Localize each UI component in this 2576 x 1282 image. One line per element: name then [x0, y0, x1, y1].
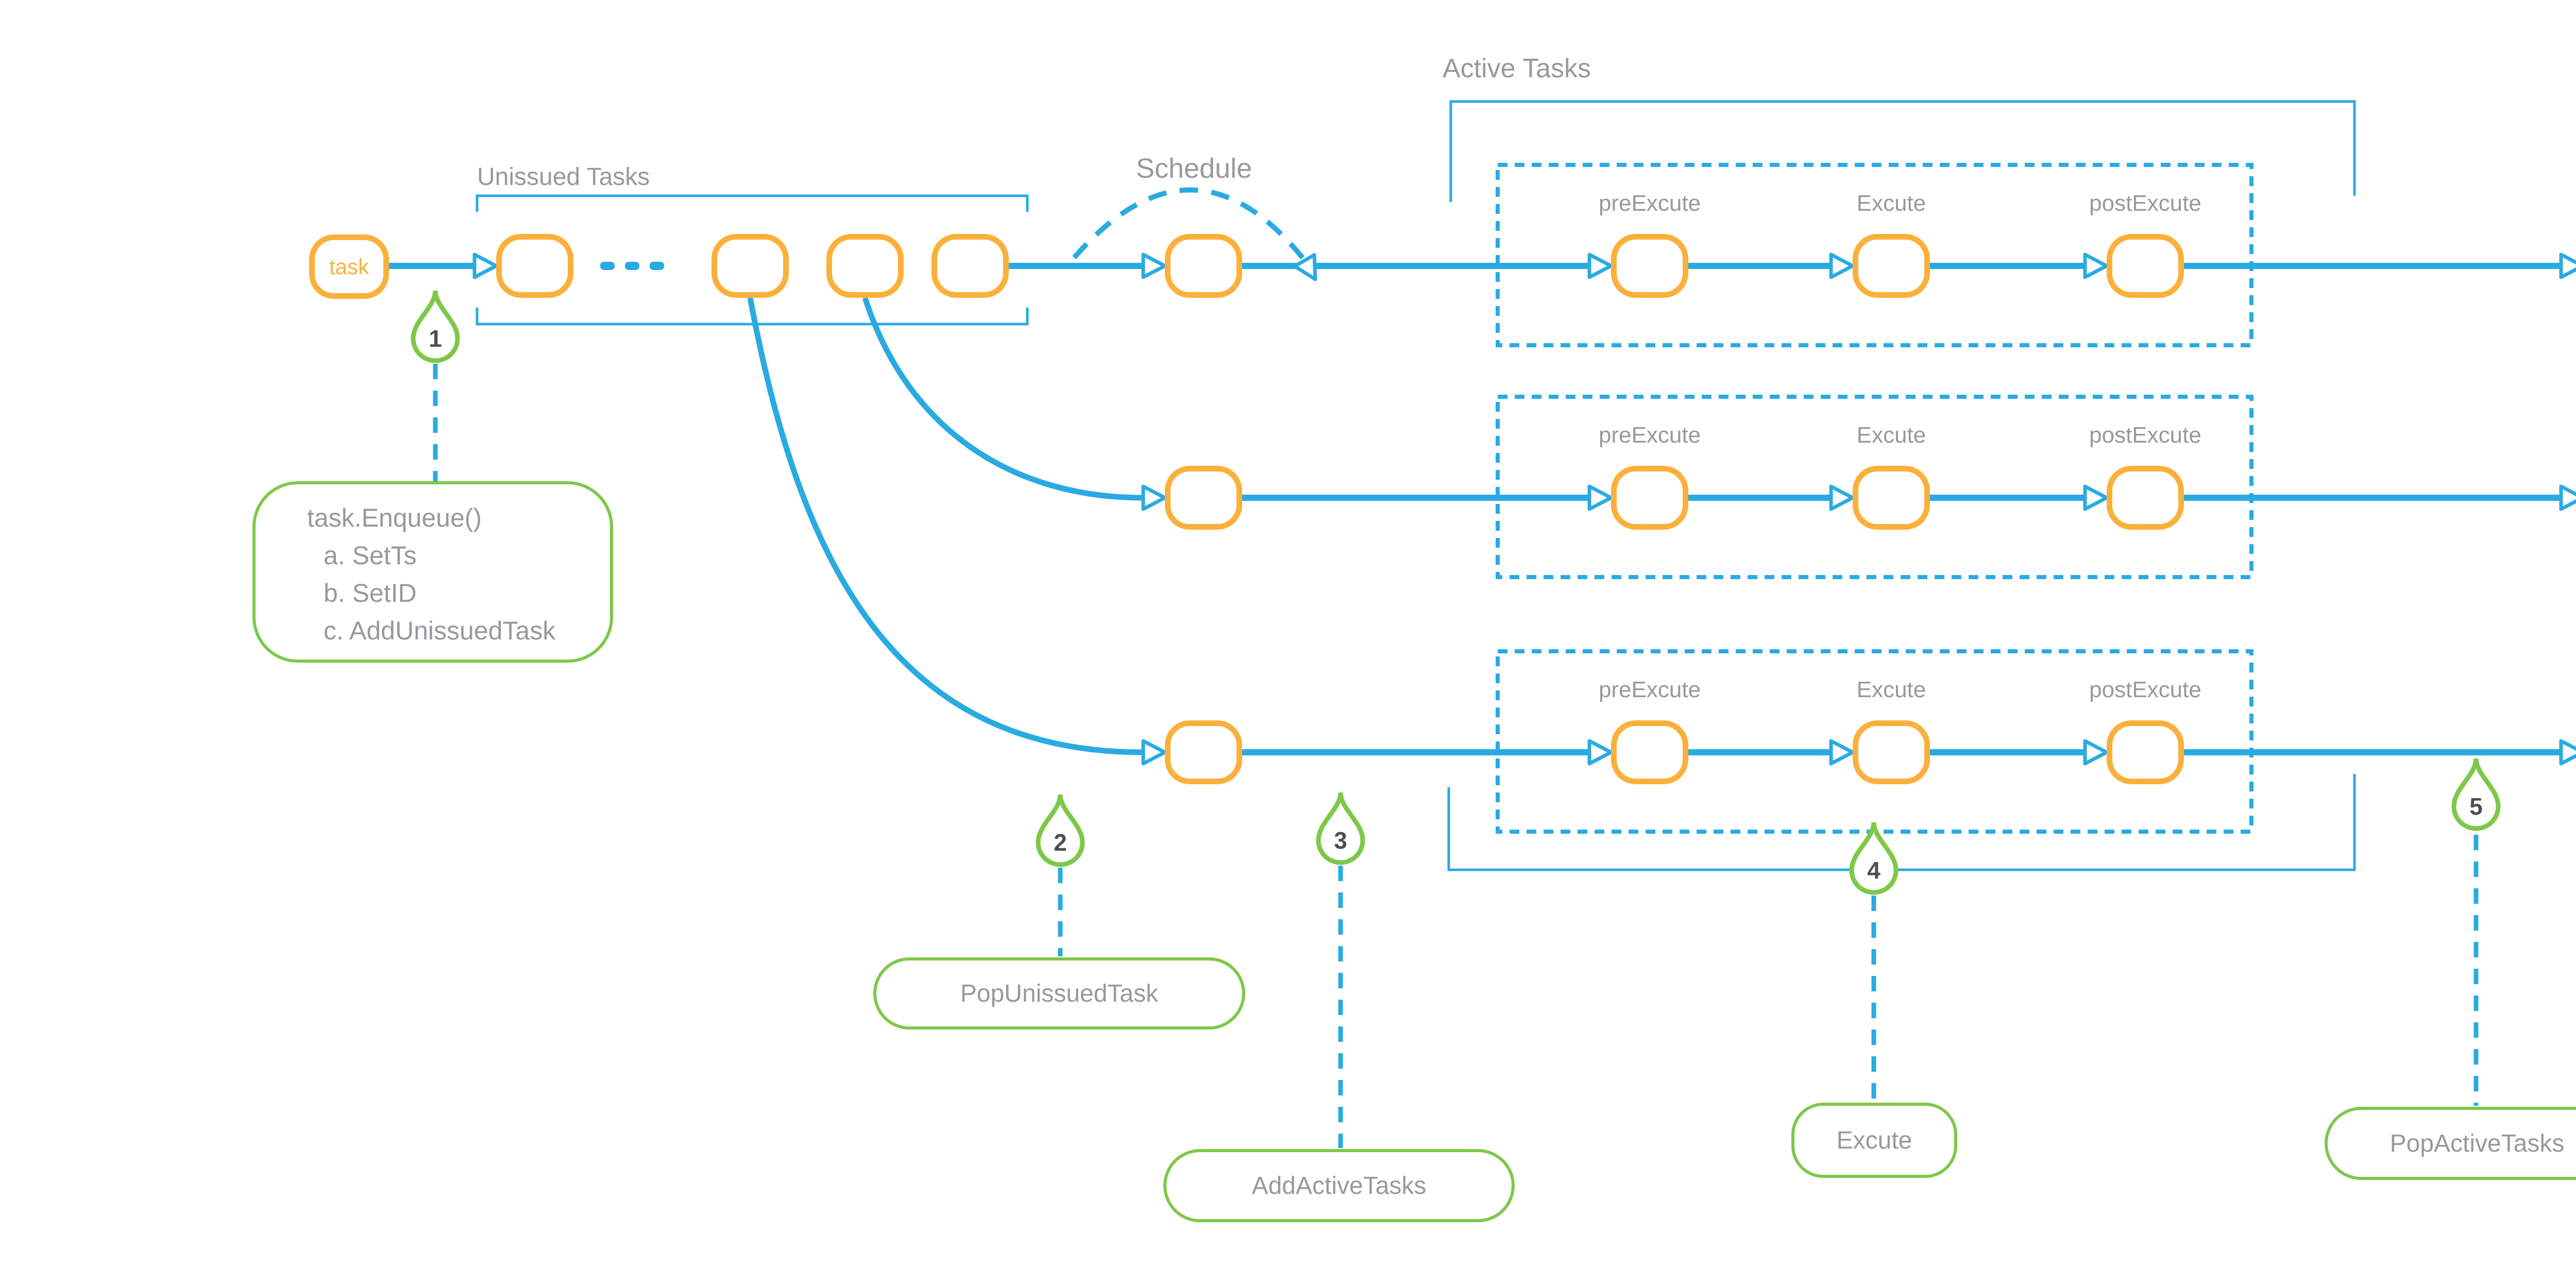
teardrop-icon: [1849, 822, 1899, 895]
excute-label-row2: Excute: [1856, 423, 1926, 448]
enqueue-line-1: task.Enqueue(): [307, 503, 482, 532]
arrow-pre-to-excute-row3: [1688, 739, 1855, 766]
post-excute-label-row3: postExcute: [2089, 677, 2201, 702]
step-marker-number: 5: [2469, 793, 2483, 820]
pre-excute-node-row2: [1611, 466, 1688, 530]
arrow-post-to-done-row2: [2184, 484, 2576, 511]
step-marker-2: 2: [1035, 791, 1086, 868]
unissued-tasks-label: Unissued Tasks: [477, 163, 650, 191]
teardrop-icon: [1036, 794, 1085, 867]
dispatch-curve-row3: [747, 297, 1167, 766]
pre-excute-label-row3: preExcute: [1598, 677, 1701, 702]
post-excute-node-row3: [2107, 720, 2184, 784]
arrow-pre-to-excute-row2: [1688, 484, 1855, 511]
enqueue-line-4: c. AddUnissuedTask: [324, 616, 556, 645]
arrow-schedule-to-pre-row2: [1242, 484, 1613, 511]
pre-excute-node-row1: [1611, 234, 1688, 298]
queue-ellipsis-dots: [600, 262, 664, 270]
arrow-pre-to-excute-row1: [1688, 252, 1855, 279]
excute-node-row1: [1853, 234, 1930, 298]
queue-node-3: [826, 234, 904, 298]
queue-node-2: [711, 234, 789, 298]
scheduled-node-row1: [1165, 234, 1242, 298]
arrow-post-to-done-row1: [2184, 252, 2576, 279]
active-tasks-bracket: [1447, 100, 2356, 871]
excute-node-row3: [1853, 720, 1930, 784]
dispatch-curve-row2: [862, 297, 1167, 511]
arrow-excute-to-post-row2: [1930, 484, 2109, 511]
arrow-excute-to-post-row1: [1930, 252, 2109, 279]
excute-callout: Excute: [1791, 1103, 1957, 1178]
excute-node-row2: [1853, 466, 1930, 530]
queue-node-4: [931, 234, 1009, 298]
step-marker-3: 3: [1315, 789, 1366, 866]
step-marker-number: 3: [1334, 827, 1347, 854]
arrow-excute-to-post-row3: [1930, 739, 2109, 766]
queue-node-1: [496, 234, 573, 298]
post-excute-label-row1: postExcute: [2089, 191, 2201, 216]
excute-label-row3: Excute: [1856, 677, 1926, 702]
unissued-tasks-bracket: [476, 194, 1029, 326]
step-marker-5: 5: [2450, 755, 2502, 832]
scheduled-node-row2: [1165, 466, 1242, 530]
pre-excute-label-row1: preExcute: [1598, 191, 1701, 216]
post-excute-label-row2: postExcute: [2089, 423, 2201, 448]
pipeline-box-row2: [1496, 395, 2253, 579]
pipeline-box-row1: [1496, 163, 2253, 347]
pop-active-tasks-callout: PopActiveTasks: [2325, 1107, 2576, 1180]
enqueue-line-2: a. SetTs: [324, 541, 417, 570]
teardrop-icon: [1316, 792, 1365, 865]
pre-excute-label-row2: preExcute: [1598, 423, 1701, 448]
enqueue-line-3: b. SetID: [324, 579, 417, 608]
post-excute-node-row1: [2107, 234, 2184, 298]
task-source-node: task: [309, 234, 389, 299]
pre-excute-node-row3: [1611, 720, 1688, 784]
schedule-label: Schedule: [1136, 153, 1252, 184]
post-excute-node-row2: [2107, 466, 2184, 530]
enqueue-callout: task.Enqueue() a. SetTs b. SetID c. AddU…: [252, 481, 613, 663]
step-marker-number: 2: [1054, 829, 1067, 856]
excute-label-row1: Excute: [1856, 191, 1926, 216]
teardrop-icon: [411, 290, 460, 363]
step-marker-4: 4: [1848, 819, 1900, 896]
arrow-task-to-queue: [389, 252, 498, 279]
step-marker-1: 1: [410, 288, 461, 364]
arrow-queue-to-schedule: [1009, 252, 1167, 279]
active-tasks-label: Active Tasks: [1443, 54, 1591, 83]
arrow-schedule-to-pre-row3: [1242, 739, 1613, 766]
step-marker-number: 1: [429, 325, 442, 352]
pop-unissued-task-callout: PopUnissuedTask: [873, 957, 1245, 1030]
teardrop-icon: [2451, 758, 2501, 831]
add-active-tasks-callout: AddActiveTasks: [1163, 1149, 1515, 1222]
scheduled-node-row3: [1165, 720, 1242, 784]
step-marker-number: 4: [1867, 857, 1880, 884]
schedule-arc: [1072, 187, 1317, 281]
arrow-post-to-done-row3: [2184, 739, 2576, 766]
